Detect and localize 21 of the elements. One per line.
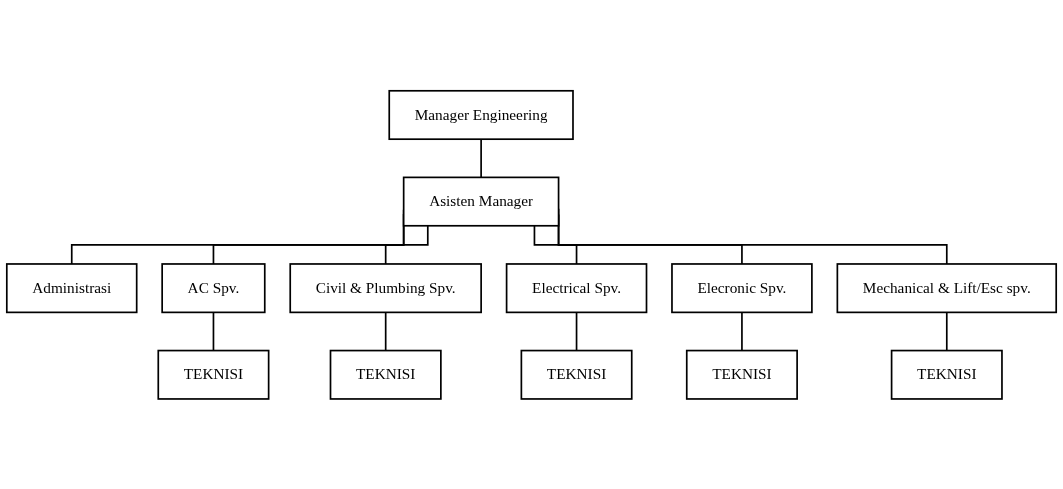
node-box: TEKNISI <box>890 349 1003 400</box>
connector <box>480 137 482 178</box>
node-box: Asisten Manager <box>402 176 560 227</box>
node-box: Administrasi <box>5 262 138 313</box>
connector <box>533 224 578 265</box>
connector <box>945 311 948 352</box>
connector <box>384 311 387 352</box>
connector <box>575 311 578 352</box>
node-box: AC Spv. <box>161 262 266 313</box>
node-box: TEKNISI <box>520 349 633 400</box>
node-box: Mechanical & Lift/Esc spv. <box>836 262 1058 313</box>
node-box: Civil & Plumbing Spv. <box>289 262 482 313</box>
node-box: Elecronic Spv. <box>671 262 813 313</box>
node-box: TEKNISI <box>685 349 798 400</box>
connector <box>384 224 429 265</box>
node-box: TEKNISI <box>329 349 442 400</box>
node-box: Electrical Spv. <box>505 262 648 313</box>
node-box: Manager Engineering <box>388 89 574 140</box>
node-box: TEKNISI <box>157 349 270 400</box>
connector <box>741 311 743 352</box>
connector <box>212 311 215 352</box>
